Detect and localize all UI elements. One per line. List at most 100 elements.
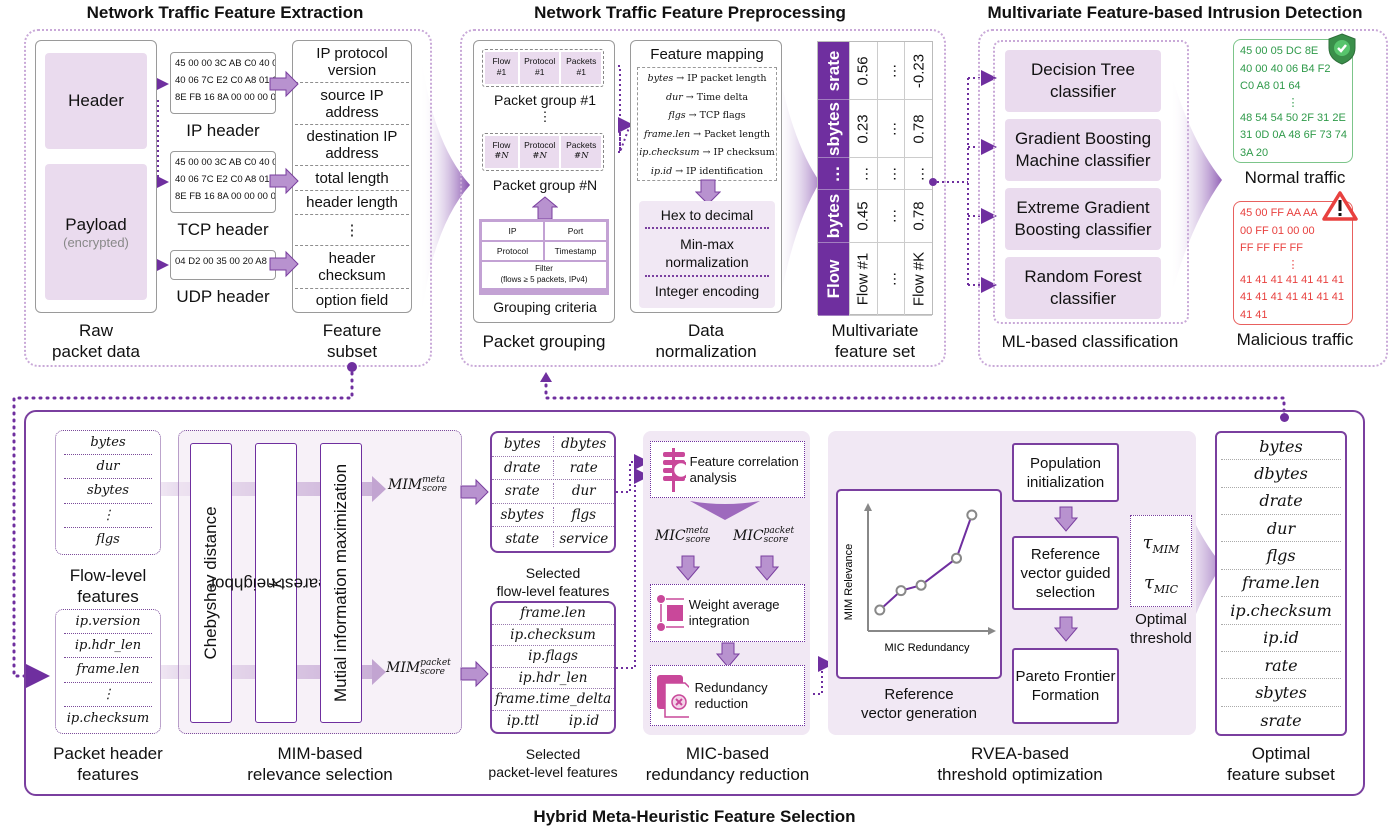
- selected-feature: sbytes: [492, 507, 554, 524]
- group-cell: Packets#1: [561, 52, 601, 84]
- selection-panel: [24, 410, 1365, 796]
- table-cell: -0.23: [904, 42, 932, 100]
- optimal-feature: dur: [1221, 515, 1341, 543]
- section-title-selection: Hybrid Meta-Heuristic Feature Selection: [533, 807, 856, 826]
- table-cell: …: [876, 243, 905, 316]
- udp-header-label: UDP header: [176, 287, 270, 306]
- hex-line: C0 A8 01 64: [1240, 80, 1301, 92]
- feature-mapping-title: Feature mapping: [650, 46, 764, 63]
- extraction-panel: [24, 29, 432, 367]
- weight-average-step: Weight average integration: [650, 584, 805, 642]
- criteria-protocol: Protocol: [482, 242, 543, 260]
- selected-feature: frame.len: [520, 605, 586, 622]
- down-arrow-icon: [1054, 616, 1078, 642]
- feature-subset-item: source IP address: [295, 83, 409, 125]
- selected-feature-row: srate dur: [492, 480, 614, 504]
- up-arrow-icon: [532, 196, 558, 220]
- pareto-point: [915, 579, 927, 591]
- redundancy-reduction-label: Redundancy reduction: [694, 679, 768, 711]
- connector-dot: [929, 178, 937, 186]
- selected-feature: dbytes: [561, 436, 607, 453]
- tcp-header-label: TCP header: [177, 220, 269, 239]
- table-cell: …: [904, 158, 932, 190]
- grouping-criteria: IP Port Protocol Timestamp Filter(flows …: [479, 219, 609, 295]
- optimal-feature: dbytes: [1221, 460, 1341, 488]
- header-label: Header: [68, 91, 124, 110]
- feature-item: ip.version: [64, 610, 152, 635]
- table-cell: …: [876, 42, 905, 100]
- pareto-point: [966, 509, 978, 521]
- pareto-point: [874, 604, 886, 616]
- hex-line: ⋮: [1287, 258, 1299, 271]
- selected-feature: ip.ttl: [506, 713, 540, 730]
- step-hex-to-decimal: Hex to decimal: [645, 201, 769, 229]
- vdots: ⋮: [538, 109, 552, 124]
- optimal-feature: flgs: [1221, 542, 1341, 570]
- packet-group-1: Flow#1 Protocol#1 Packets#1: [482, 49, 604, 87]
- feature-item: dur: [64, 455, 152, 480]
- selected-feature: srate: [492, 483, 554, 500]
- selected-feature: dur: [571, 483, 596, 500]
- table-cell: 0.78: [904, 190, 932, 243]
- mapping-row: dur → Time delta: [666, 91, 748, 103]
- block-arrow-icon: [269, 250, 299, 278]
- down-arrow-icon: [716, 642, 740, 668]
- mapping-row: flgs → TCP flags: [668, 110, 746, 121]
- feature-subset-item: option field: [315, 291, 389, 309]
- header-block: Header: [45, 53, 147, 149]
- down-arrow-icon: [676, 555, 700, 581]
- group-cell: Packets#N: [561, 136, 601, 168]
- feature-item: ip.checksum: [66, 711, 150, 727]
- ip-header-label: IP header: [186, 121, 260, 140]
- selected-feature: drate: [492, 459, 554, 476]
- flow-arrow-extraction-to-preprocessing: [420, 45, 470, 330]
- feature-correlation-step: Feature correlation analysis: [650, 441, 805, 498]
- funnel-arrow-icon: [690, 501, 760, 520]
- grouping-criteria-label: Grouping criteria: [493, 299, 597, 315]
- feature-subset-item: destination IP address: [295, 125, 409, 166]
- classification-caption: ML-based classification: [1001, 332, 1179, 351]
- classifier-random-forest: Random Forest classifier: [1005, 257, 1161, 319]
- selected-feature: service: [559, 531, 609, 548]
- block-arrow-icon: [269, 70, 299, 98]
- table-cell: …: [876, 100, 905, 158]
- feature-item: bytes: [64, 431, 152, 456]
- pareto-point: [951, 552, 962, 564]
- section-title-detection: Multivariate Feature-based Intrusion Det…: [987, 3, 1363, 22]
- selected-feature: ip.checksum: [510, 626, 596, 643]
- chebyshev-distance-bar: Chebyshev distance: [190, 443, 232, 723]
- payload-block: Payload (encrypted): [45, 164, 147, 300]
- feature-subset-item: IP protocol version: [295, 41, 409, 83]
- udp-header-hex: 04 D2 00 35 00 20 A8 7F: [170, 250, 276, 280]
- flow-arrow-classification-to-traffic: [1170, 70, 1222, 300]
- flow-arrow-normalization-to-featureset: [775, 50, 820, 330]
- step-integer-encoding: Integer encoding: [654, 283, 760, 299]
- x-axis-label: MIC Redundancy: [885, 642, 970, 654]
- criteria-filter: Filter(flows ≥ 5 packets, IPv4): [482, 262, 606, 288]
- criteria-timestamp: Timestamp: [545, 242, 606, 260]
- packet-group-1-label: Packet group #1: [494, 92, 596, 108]
- hex-line: 48 54 54 50 2F 31 2E: [1240, 111, 1346, 124]
- mapping-row: ip.id → IP identification: [650, 165, 764, 177]
- hex-line: 45 00 FF AA AA: [1240, 207, 1318, 219]
- feature-item: ip.hdr_len: [64, 634, 152, 659]
- feature-item: ⋮: [64, 504, 152, 528]
- hex-line: 00 FF 01 00 00: [1240, 224, 1315, 237]
- tau-mic: τMIC: [1144, 572, 1178, 596]
- connector-dot: [347, 362, 357, 372]
